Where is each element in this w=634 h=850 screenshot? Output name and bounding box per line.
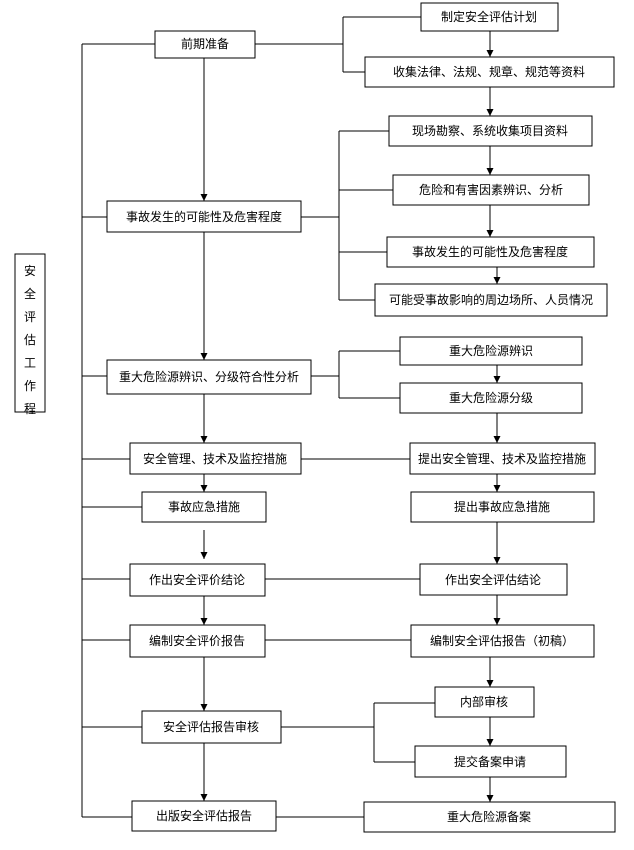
bracket-L1 bbox=[255, 16, 421, 73]
node-L6: 作出安全评价结论 bbox=[129, 563, 266, 597]
node-L4-label: 安全管理、技术及监控措施 bbox=[143, 451, 287, 466]
node-L8: 安全评估报告审核 bbox=[141, 710, 282, 744]
node-R11-label: 作出安全评估结论 bbox=[445, 572, 541, 587]
side-title-char: 作 bbox=[24, 379, 36, 393]
node-R11: 作出安全评估结论 bbox=[419, 563, 568, 596]
node-L1-label: 前期准备 bbox=[181, 36, 229, 51]
node-R3: 现场勘察、系统收集项目资料 bbox=[388, 115, 593, 147]
node-L2: 事故发生的可能性及危害程度 bbox=[106, 200, 302, 233]
node-L5: 事故应急措施 bbox=[141, 491, 267, 523]
node-L6-label: 作出安全评价结论 bbox=[149, 572, 245, 587]
side-title-char: 评 bbox=[24, 310, 36, 324]
node-L5-label: 事故应急措施 bbox=[168, 499, 240, 514]
node-L9-label: 出版安全评估报告 bbox=[156, 808, 252, 823]
side-title-char: 工 bbox=[24, 356, 36, 370]
node-R15-label: 重大危险源备案 bbox=[447, 809, 531, 824]
bracket-L3 bbox=[311, 350, 400, 399]
node-L4: 安全管理、技术及监控措施 bbox=[129, 442, 302, 475]
side-title-char: 安 bbox=[24, 263, 36, 278]
side-title-box: 安全评估工作程 bbox=[14, 253, 46, 416]
side-title-char: 估 bbox=[24, 333, 36, 347]
node-R12: 编制安全评估报告（初稿） bbox=[410, 624, 595, 658]
node-L1: 前期准备 bbox=[154, 30, 256, 59]
node-L8-label: 安全评估报告审核 bbox=[163, 719, 259, 734]
node-R1: 制定安全评估计划 bbox=[420, 2, 559, 32]
side-title-text: 安全评估工作程 bbox=[24, 263, 36, 416]
side-title-char: 全 bbox=[24, 286, 36, 301]
node-R15: 重大危险源备案 bbox=[363, 801, 616, 833]
node-R1-label: 制定安全评估计划 bbox=[441, 9, 537, 24]
node-R9: 提出安全管理、技术及监控措施 bbox=[409, 442, 596, 475]
node-L3: 重大危险源辨识、分级符合性分析 bbox=[106, 359, 312, 395]
node-R8: 重大危险源分级 bbox=[399, 382, 583, 414]
node-R4: 危险和有害因素辨识、分析 bbox=[392, 174, 590, 206]
node-R9-label: 提出安全管理、技术及监控措施 bbox=[418, 451, 586, 466]
node-L9: 出版安全评估报告 bbox=[131, 800, 277, 832]
node-R10-label: 提出事故应急措施 bbox=[454, 499, 550, 514]
bracket-L2 bbox=[301, 130, 393, 301]
bracket-L8 bbox=[281, 702, 435, 763]
node-R13-label: 内部审核 bbox=[460, 694, 508, 709]
node-R2: 收集法律、法规、规章、规范等资料 bbox=[364, 56, 615, 88]
node-R13: 内部审核 bbox=[434, 686, 535, 718]
node-R3-label: 现场勘察、系统收集项目资料 bbox=[412, 123, 568, 138]
node-R5-label: 事故发生的可能性及危害程度 bbox=[412, 244, 568, 259]
node-R6-label: 可能受事故影响的周边场所、人员情况 bbox=[389, 292, 593, 307]
node-L3-label: 重大危险源辨识、分级符合性分析 bbox=[119, 369, 299, 384]
node-R12-label: 编制安全评估报告（初稿） bbox=[430, 633, 574, 648]
node-R10: 提出事故应急措施 bbox=[410, 491, 595, 523]
node-L2-label: 事故发生的可能性及危害程度 bbox=[126, 209, 282, 224]
node-R6: 可能受事故影响的周边场所、人员情况 bbox=[374, 283, 608, 317]
side-title-char: 程 bbox=[24, 401, 36, 416]
node-L7: 编制安全评价报告 bbox=[129, 624, 266, 658]
node-R7-label: 重大危险源辨识 bbox=[449, 343, 533, 358]
node-R14-label: 提交备案申请 bbox=[454, 754, 526, 769]
node-R4-label: 危险和有害因素辨识、分析 bbox=[419, 182, 563, 197]
node-L7-label: 编制安全评价报告 bbox=[149, 633, 245, 648]
node-R14: 提交备案申请 bbox=[414, 745, 567, 778]
node-R2-label: 收集法律、法规、规章、规范等资料 bbox=[393, 64, 585, 79]
node-R7: 重大危险源辨识 bbox=[399, 336, 583, 366]
node-R5: 事故发生的可能性及危害程度 bbox=[386, 236, 595, 268]
node-R8-label: 重大危险源分级 bbox=[449, 390, 533, 405]
